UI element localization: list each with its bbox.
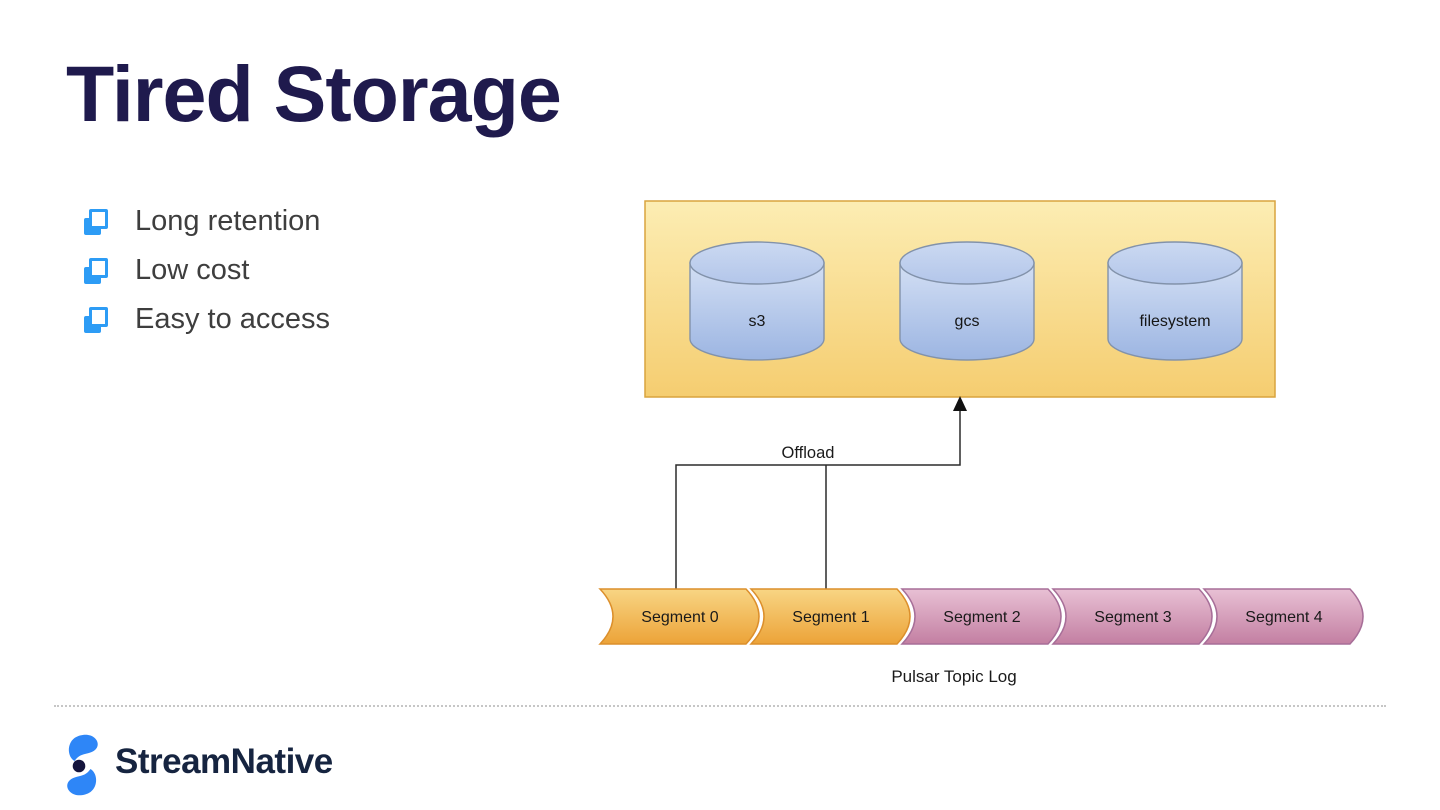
topic-log-caption: Pulsar Topic Log — [891, 667, 1016, 686]
page-title: Tired Storage — [66, 49, 562, 138]
offload-connector: Offload — [675, 396, 967, 589]
cylinder-gcs: gcs — [899, 241, 1035, 361]
segment-3: Segment 3 — [1051, 588, 1213, 645]
segment-shape — [1051, 588, 1213, 645]
segment-shape — [1202, 588, 1364, 645]
segment-2: Segment 2 — [900, 588, 1062, 645]
cylinder-s3: s3 — [689, 241, 825, 361]
segment-1: Segment 1 — [749, 588, 911, 645]
segment-shape — [900, 588, 1062, 645]
checkbox-bullet-icon — [84, 208, 108, 235]
segment-row: Segment 0 Segment 1 Segment 2 Segment 3 … — [598, 588, 1364, 645]
bullet-label: Low cost — [135, 254, 250, 286]
cylinder-top — [1107, 241, 1243, 285]
bullet-list: Long retention Low cost Easy to access — [84, 197, 330, 344]
bullet-item: Low cost — [84, 246, 330, 295]
footer-divider — [54, 705, 1386, 707]
footer: StreamNative — [64, 733, 333, 797]
cylinder-body — [1107, 262, 1243, 361]
checkbox-bullet-icon — [84, 257, 108, 284]
segment-label: Segment 3 — [1094, 609, 1171, 626]
cylinder-label: gcs — [955, 313, 980, 330]
cylinder-top — [689, 241, 825, 285]
offload-arrowhead-icon — [953, 396, 967, 411]
segment-0: Segment 0 — [598, 588, 760, 645]
cylinder-filesystem: filesystem — [1107, 241, 1243, 361]
segment-label: Segment 0 — [641, 609, 718, 626]
brand-name: StreamNative — [115, 742, 333, 781]
offload-connector-lines — [675, 404, 961, 589]
segment-label: Segment 2 — [943, 609, 1020, 626]
segment-shape — [598, 588, 760, 645]
bullet-label: Long retention — [135, 205, 321, 237]
bullet-item: Long retention — [84, 197, 330, 246]
streamnative-logo-icon — [67, 734, 98, 796]
segment-shape — [749, 588, 911, 645]
cylinder-label: filesystem — [1139, 313, 1210, 330]
segment-label: Segment 1 — [792, 609, 869, 626]
segment-label: Segment 4 — [1245, 609, 1322, 626]
bullet-label: Easy to access — [135, 303, 331, 335]
cylinder-label: s3 — [749, 313, 766, 330]
segment-4: Segment 4 — [1202, 588, 1364, 645]
offload-label: Offload — [782, 444, 835, 462]
cylinder-top — [899, 241, 1035, 285]
cylinder-body — [899, 262, 1035, 361]
bullet-item: Easy to access — [84, 295, 330, 344]
checkbox-bullet-icon — [84, 306, 108, 333]
cylinder-body — [689, 262, 825, 361]
